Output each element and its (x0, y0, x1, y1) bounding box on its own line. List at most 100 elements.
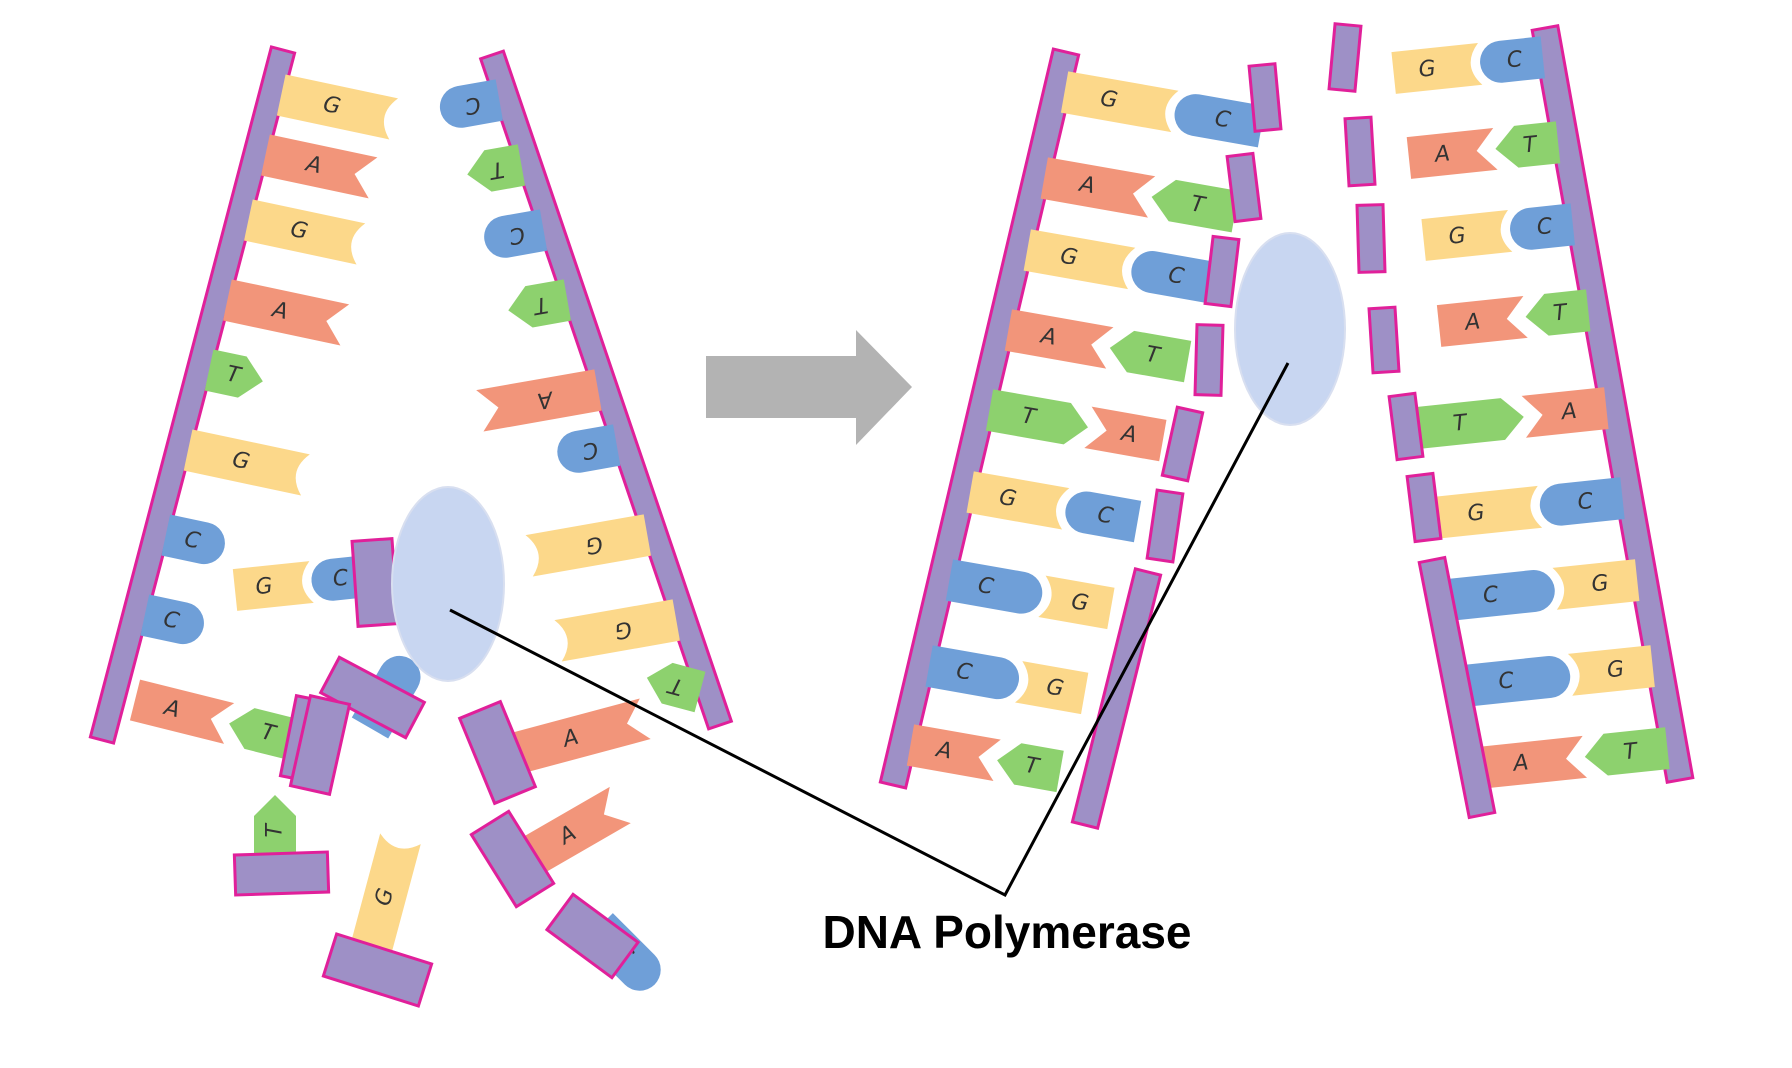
after-left-pair-5: GC (966, 471, 1142, 543)
svg-text:G: G (321, 92, 343, 120)
dna-polymerase-label: DNA Polymerase (822, 906, 1192, 958)
after-right-new-backbone-3 (1367, 305, 1401, 375)
svg-text:A: A (1118, 421, 1139, 449)
svg-text:A: A (1510, 750, 1530, 777)
svg-text:C: C (1497, 668, 1516, 695)
after-left-new-backbone-4 (1160, 405, 1205, 483)
before-right-base-a-4: A (476, 369, 602, 432)
after-left-new-backbone-2 (1203, 234, 1241, 309)
svg-text:C: C (332, 566, 351, 593)
svg-text:A: A (1076, 172, 1097, 200)
before-right-base-g-7: G (554, 599, 680, 662)
svg-text:C: C (507, 221, 527, 248)
svg-text:G: G (584, 531, 605, 559)
free-backbone-t-0 (288, 693, 352, 797)
after-left-pair-0: GC (1060, 71, 1266, 148)
svg-text:C: C (954, 659, 974, 686)
before-right-base-t-1: T (467, 144, 526, 192)
after-left-new-backbone-0 (1247, 62, 1283, 133)
svg-text:G: G (1069, 589, 1090, 617)
svg-text:G: G (1606, 657, 1626, 684)
after-left-pair-1: AT (1040, 157, 1239, 233)
after-right-new-backbone-1 (1343, 115, 1377, 188)
svg-text:G: G (1417, 56, 1437, 83)
before-left-backbone (88, 45, 297, 745)
svg-text:G: G (997, 485, 1018, 513)
before-left-base-a-1: A (261, 134, 378, 199)
svg-text:C: C (182, 527, 203, 555)
after-right-new-backbone-5 (1405, 471, 1443, 544)
svg-text:G: G (288, 217, 310, 245)
after-left-new-backbone-1 (1225, 151, 1263, 224)
svg-text:C: C (1536, 214, 1555, 241)
svg-text:C: C (976, 573, 996, 600)
caption-row: DNA Polymerase (0, 905, 1792, 959)
svg-text:C: C (580, 436, 600, 463)
free-backbone-c-1 (318, 655, 427, 740)
svg-text:A: A (535, 385, 556, 413)
svg-text:G: G (1466, 500, 1486, 527)
svg-text:G: G (1058, 244, 1079, 272)
before-right-base-t-3: T (508, 279, 572, 328)
svg-text:A: A (1558, 399, 1578, 426)
svg-text:G: G (1098, 86, 1119, 114)
svg-text:T: T (1452, 410, 1470, 436)
svg-text:C: C (1213, 106, 1233, 133)
after-left-new-backbone-5 (1145, 488, 1185, 564)
after-left-pair-3: AT (1004, 309, 1192, 383)
before-right-base-c-5: C (557, 424, 621, 473)
free-backbone-a-1 (457, 699, 538, 806)
svg-text:G: G (1590, 571, 1610, 598)
after-left-pair-7: CG (925, 645, 1089, 715)
before-left-base-g-0: G (276, 74, 399, 140)
label-leader-lines (449, 362, 1290, 898)
before-left-base-g-2: G (244, 199, 366, 265)
svg-text:T: T (1144, 342, 1163, 369)
svg-text:C: C (1095, 502, 1115, 529)
svg-text:T: T (1552, 300, 1570, 326)
free-backbone-g (321, 932, 434, 1008)
before-right-base-t-8: T (646, 662, 706, 713)
svg-text:C: C (1166, 263, 1186, 290)
svg-text:T: T (1023, 753, 1042, 780)
dna-polymerase-before (391, 486, 505, 682)
after-right-new-backbone-4 (1387, 391, 1425, 462)
svg-text:G: G (1044, 674, 1065, 702)
free-nucleotide-t: T (254, 795, 296, 860)
svg-text:G: G (371, 886, 400, 909)
svg-text:G: G (230, 447, 252, 475)
before-right-base-c-0: C (439, 79, 503, 128)
svg-text:C: C (1482, 582, 1501, 609)
svg-text:A: A (933, 737, 954, 765)
free-nucleotide-g: G (351, 833, 421, 951)
svg-text:T: T (1522, 132, 1540, 158)
svg-text:C: C (161, 607, 182, 635)
free-backbone-t (232, 850, 331, 897)
before-left-base-t-4: T (204, 349, 263, 398)
before-left-base-g-5: G (183, 429, 310, 496)
before-pair-a-t: AT (129, 679, 306, 762)
before-left-base-c-6: C (161, 514, 225, 565)
svg-text:G: G (613, 616, 634, 644)
svg-text:C: C (1506, 47, 1525, 74)
free-nucleotide-a-1: A (504, 698, 651, 776)
after-left-pair-8: AT (906, 724, 1064, 793)
svg-text:G: G (254, 574, 274, 601)
after-left-new-backbone-3 (1193, 323, 1225, 397)
svg-text:T: T (1189, 192, 1208, 219)
svg-text:A: A (1432, 141, 1452, 168)
after-right-new-backbone-2 (1355, 203, 1387, 274)
svg-text:A: A (302, 151, 324, 179)
svg-text:A: A (268, 297, 290, 325)
svg-text:G: G (1447, 223, 1467, 250)
